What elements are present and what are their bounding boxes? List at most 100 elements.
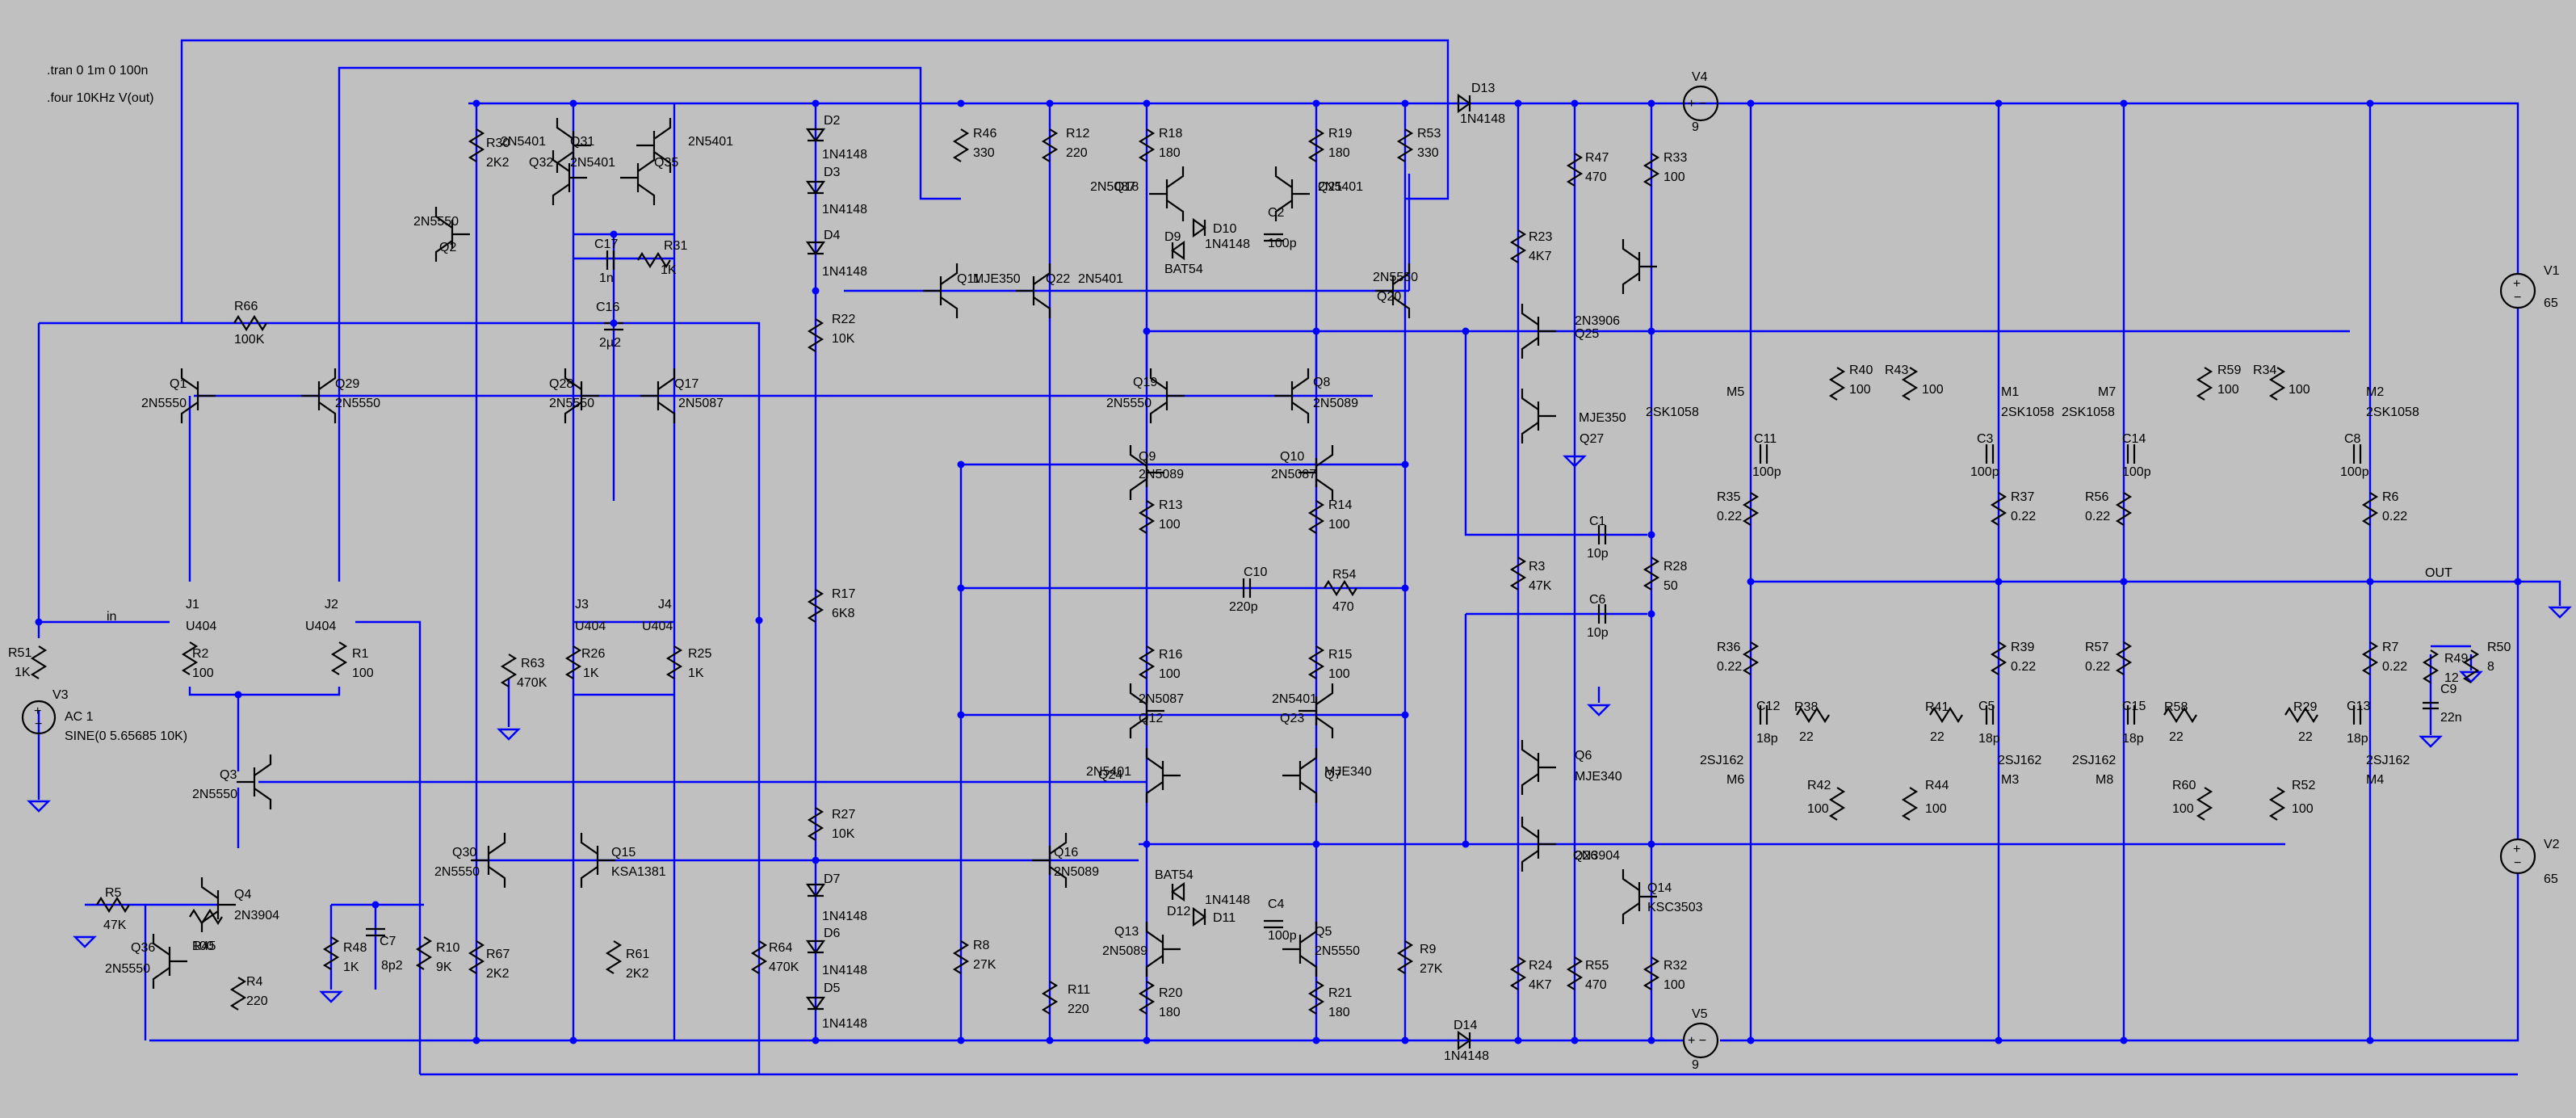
- jfet-value: U404: [575, 620, 606, 633]
- resistor-value: 100: [192, 939, 214, 953]
- resistor-name: R10: [436, 941, 459, 955]
- transistor-icon: [152, 934, 187, 989]
- resistor-value: 470: [1332, 600, 1354, 614]
- resistor-name: R33: [1663, 151, 1687, 165]
- resistor-value: 0.22: [1717, 510, 1742, 523]
- resistor-name: R25: [688, 647, 711, 661]
- capacitor-icon: [2352, 444, 2362, 464]
- transistor-name: Q6: [1575, 749, 1592, 763]
- transistor-name: Q31: [570, 135, 594, 149]
- resistor-value: 220: [1068, 1002, 1089, 1016]
- resistor-value: 47K: [1529, 579, 1552, 593]
- resistor-value: 100: [1849, 383, 1871, 397]
- transistor-name: Q18: [1114, 180, 1139, 194]
- mosfet-value: 2SJ162: [2072, 754, 2116, 767]
- resistor-name: R60: [2172, 779, 2196, 792]
- transistor-icon: [620, 150, 656, 205]
- transistor-value: 2N5087: [678, 397, 724, 410]
- transistor-value: MJE350: [1579, 411, 1626, 425]
- resistor-name: R4: [246, 975, 263, 989]
- transistor-value: 2N5401: [1078, 272, 1123, 286]
- capacitor-icon: [1264, 919, 1283, 929]
- resistor-name: R19: [1328, 127, 1352, 141]
- resistor-name: R36: [1717, 641, 1740, 654]
- capacitor-name: C2: [1268, 206, 1285, 220]
- resistor-value: 100K: [234, 333, 265, 347]
- capacitor-name: C12: [1756, 700, 1780, 713]
- transistor-name: Q22: [1046, 272, 1070, 286]
- transistor-name: Q2: [439, 241, 456, 254]
- diode-name: D9: [1164, 230, 1181, 244]
- svg-text:+ −: + −: [1688, 1034, 1706, 1048]
- source-v1-icon: +−: [2499, 272, 2536, 309]
- resistor-name: R3: [1529, 560, 1546, 574]
- resistor-name: R23: [1529, 230, 1552, 244]
- resistor-value: 100: [2172, 802, 2194, 816]
- transistor-icon: [1129, 445, 1164, 500]
- junction-dot: [1143, 327, 1151, 335]
- jfet-name: J3: [575, 598, 589, 612]
- wires: [37, 39, 2561, 1076]
- resistor-value: 4K7: [1529, 978, 1552, 992]
- transistor-value: 2N5550: [105, 962, 150, 976]
- resistor-name: R50: [2487, 641, 2511, 654]
- mosfet-name: M3: [2001, 773, 2019, 787]
- junction-dot: [957, 460, 965, 469]
- transistor-icon: [1282, 748, 1318, 803]
- resistor-name: R46: [973, 127, 996, 141]
- junction-dot: [1647, 531, 1655, 539]
- transistor-name: Q32: [529, 156, 553, 170]
- transistor-name: Q25: [1575, 327, 1599, 341]
- resistor-name: R56: [2085, 490, 2108, 504]
- transistor-value: MJE340: [1324, 765, 1372, 779]
- resistor-value: 2K2: [626, 967, 649, 981]
- resistor-value: 330: [1417, 146, 1439, 160]
- transistor-value: 2N5401: [570, 156, 615, 170]
- junction-dot: [1747, 1036, 1755, 1044]
- resistor-value: 330: [973, 146, 995, 160]
- resistor-value: 180: [1328, 146, 1350, 160]
- transistor-name: Q4: [234, 888, 251, 902]
- junction-dot: [1514, 99, 1522, 107]
- diode-value: BAT54: [1164, 263, 1203, 276]
- junction-dot: [1647, 1036, 1655, 1044]
- resistor-name: R55: [1585, 959, 1609, 973]
- diode-value: 1N4148: [822, 1017, 867, 1031]
- source-name: V1: [2544, 264, 2560, 278]
- diode-icon: [805, 241, 826, 255]
- net-label-in: in: [107, 610, 116, 624]
- resistor-name: R24: [1529, 959, 1552, 973]
- source-value: 9: [1692, 120, 1699, 134]
- resistor-value: 100: [2292, 802, 2314, 816]
- resistor-name: R67: [486, 948, 510, 961]
- resistor-name: R42: [1807, 779, 1831, 792]
- transistor-name: Q20: [1377, 290, 1401, 304]
- transistor-name: Q17: [674, 377, 699, 391]
- capacitor-value: 1n: [599, 271, 614, 285]
- transistor-name: Q27: [1580, 432, 1604, 446]
- mosfet-name: M7: [2098, 385, 2116, 399]
- capacitor-value: 100p: [2340, 465, 2369, 479]
- junction-dot: [2120, 1036, 2128, 1044]
- transistor-name: Q3: [220, 768, 237, 782]
- transistor-value: 2N5550: [413, 215, 459, 229]
- transistor-icon: [556, 118, 591, 173]
- ground-icon: [2419, 735, 2443, 748]
- resistor-value: 12: [2444, 671, 2459, 685]
- resistor-value: 220: [246, 994, 268, 1008]
- junction-dot: [569, 1036, 577, 1044]
- junction-dot: [957, 584, 965, 592]
- transistor-icon: [1298, 445, 1334, 500]
- mosfet-name: M1: [2001, 385, 2019, 399]
- transistor-name: Q15: [611, 846, 636, 860]
- transistor-icon: [1149, 368, 1185, 423]
- diode-icon: [805, 128, 826, 142]
- resistor-value: 0.22: [2011, 510, 2036, 523]
- resistor-value: 470: [1585, 978, 1607, 992]
- junction-dot: [1401, 460, 1409, 469]
- resistor-value: 100: [1159, 667, 1181, 681]
- resistor-name: R52: [2292, 779, 2315, 792]
- diode-name: D13: [1471, 82, 1495, 95]
